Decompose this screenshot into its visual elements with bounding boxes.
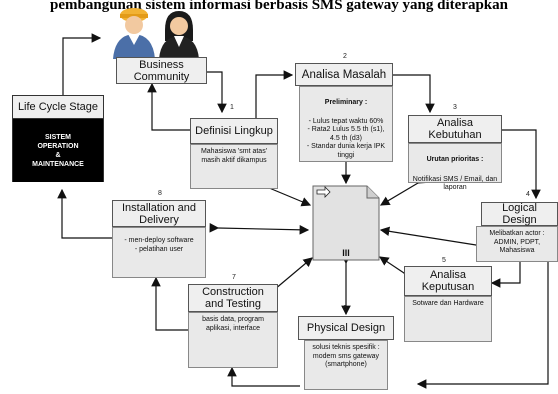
stage-3-body-text: Notifikasi SMS / Email, dan laporan [412, 175, 498, 192]
stage-1-number: 1 [230, 104, 234, 111]
stage-8-title: Installation and Delivery [112, 200, 206, 227]
stage-7-title: Construction and Testing [188, 284, 278, 312]
arrow-stage7-to-stage8 [151, 276, 188, 331]
arrow-stage1-to-bc [147, 82, 190, 131]
stage-8-number: 8 [158, 190, 162, 197]
arrow-stage2-to-stage3 [392, 74, 435, 114]
stage-4-body: Melibatkan actor : ADMIN, PDPT, Mahasisw… [476, 226, 558, 262]
stage-5-body: Sotware dan Hardware [404, 296, 492, 342]
central-document-icon: III [311, 184, 381, 262]
arrow-stage1-to-stage2 [255, 70, 294, 118]
stage-6-number: 6 [343, 305, 347, 312]
life-cycle-title: Life Cycle Stage [13, 96, 103, 119]
stage-2-title: Analisa Masalah [295, 63, 393, 86]
arrow-stage8-to-lc [57, 188, 112, 239]
stage-6-title: Physical Design [298, 316, 394, 340]
business-community-box: Business Community [116, 57, 207, 84]
arrow-stage6-to-stage7 [227, 366, 300, 387]
stage-8-body: - men-deploy software - pelatihan user [112, 227, 206, 278]
header-text: pembangunan sistem informasi berbasis SM… [50, 0, 508, 13]
stage-5-title: Analisa Keputusan [404, 266, 492, 296]
document-label: III [342, 248, 350, 258]
life-cycle-stage-box: Life Cycle Stage SISTEM OPERATION & MAIN… [12, 95, 104, 182]
arrow-lc-to-bc [62, 33, 102, 95]
stage-2-number: 2 [343, 53, 347, 60]
stage-3-title: Analisa Kebutuhan [408, 115, 502, 143]
stage-2-body: Preliminary : - Lulus tepat waktu 60% - … [299, 86, 393, 162]
stage-4-number: 4 [526, 191, 530, 198]
stage-1-title: Definisi Lingkup [190, 118, 278, 144]
arrow-bc-to-stage1 [207, 71, 227, 114]
business-community-people-icon [113, 8, 199, 59]
stage-1-body: Mahasiswa 'smt atas' masih aktif dikampu… [190, 144, 278, 189]
stage-2-body-title: Preliminary : [324, 98, 368, 106]
stage-7-number: 7 [232, 274, 236, 281]
stage-4-title: Logical Design [481, 202, 558, 226]
stage-7-body: basis data, program aplikasi, interface [188, 312, 278, 368]
life-cycle-stage-label: SISTEM OPERATION & MAINTENANCE [13, 119, 103, 182]
arrow-stage4-to-stage6 [416, 262, 549, 389]
stage-3-body: Urutan prioritas : Notifikasi SMS / Emai… [408, 143, 502, 191]
arrow-stage4-to-stage5 [490, 262, 521, 288]
stage-3-body-title: Urutan prioritas : [426, 155, 484, 163]
stage-6-body: solusi teknis spesifik : modem sms gatew… [304, 340, 388, 390]
stage-5-number: 5 [442, 257, 446, 264]
arrow-stage3-to-stage4 [500, 129, 541, 200]
stage-2-body-text: - Lulus tepat waktu 60% - Rata2 Lulus 5.… [306, 117, 386, 159]
stage-3-number: 3 [453, 104, 457, 111]
